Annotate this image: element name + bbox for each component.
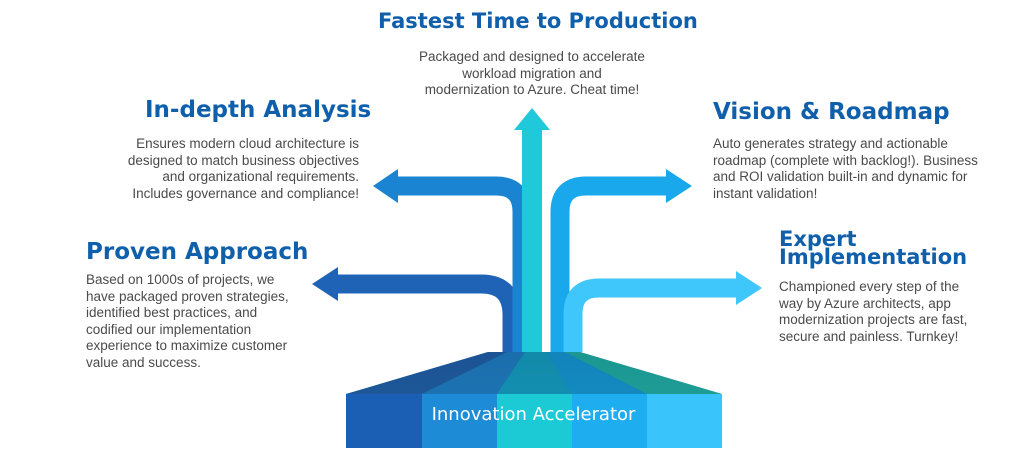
fastest-title: Fastest Time to Production: [378, 9, 698, 33]
expert-line-4: secure and painless. Turnkey!: [779, 328, 959, 344]
arrow-fastest-time: [514, 108, 550, 354]
expert-line-2: way by Azure architects, app: [779, 295, 951, 311]
proven-line-6: value and success.: [86, 354, 201, 370]
arrow-in-depth-analysis: [373, 169, 532, 352]
base-front-face: [346, 394, 722, 448]
arrow-vision-roadmap: [550, 169, 692, 352]
expert-title-line-1: Expert: [779, 227, 857, 251]
expert-description: Championed every step of the way by Azur…: [779, 279, 1004, 345]
vision-title: Vision & Roadmap: [713, 99, 950, 125]
vision-line-4: instant validation!: [713, 185, 818, 201]
proven-line-5: experience to maximize customer: [86, 338, 288, 353]
proven-line-2: have packaged proven strategies,: [86, 288, 289, 304]
base-top-face: [346, 352, 722, 394]
proven-line-3: identified best practices, and: [86, 305, 258, 320]
vision-line-3: and ROI validation built-in and dynamic …: [713, 169, 968, 184]
vision-line-2: roadmap (complete with backlog!). Busine…: [713, 152, 978, 168]
proven-title: Proven Approach: [86, 239, 309, 265]
expert-title-line-2: Implementation: [779, 245, 968, 269]
vision-description: Auto generates strategy and actionable r…: [713, 136, 1003, 202]
analysis-line-2: designed to match business objectives: [127, 152, 359, 168]
arrow-proven-approach: [312, 267, 522, 352]
fastest-line-2: workload migration and: [462, 65, 602, 81]
expert-line-1: Championed every step of the: [779, 279, 960, 294]
analysis-line-1: Ensures modern cloud architecture is: [136, 136, 359, 151]
base-label: Innovation Accelerator: [431, 404, 636, 425]
analysis-line-3: and organizational requirements.: [162, 169, 359, 184]
proven-description: Based on 1000s of projects, we have pack…: [86, 272, 326, 371]
fastest-line-3: modernization to Azure. Cheat time!: [424, 82, 640, 97]
analysis-description: Ensures modern cloud architecture is des…: [84, 136, 359, 202]
expert-line-3: modernization projects are fast,: [779, 312, 968, 327]
fastest-line-1: Packaged and designed to accelerate: [419, 49, 645, 64]
fastest-description: Packaged and designed to accelerate work…: [386, 49, 678, 99]
proven-line-1: Based on 1000s of projects, we: [86, 272, 275, 287]
proven-line-4: codified our implementation: [86, 321, 252, 337]
vision-line-1: Auto generates strategy and actionable: [713, 136, 948, 151]
arrow-expert-implementation: [563, 271, 762, 352]
analysis-line-4: Includes governance and compliance!: [132, 185, 359, 201]
analysis-title: In-depth Analysis: [145, 97, 372, 123]
